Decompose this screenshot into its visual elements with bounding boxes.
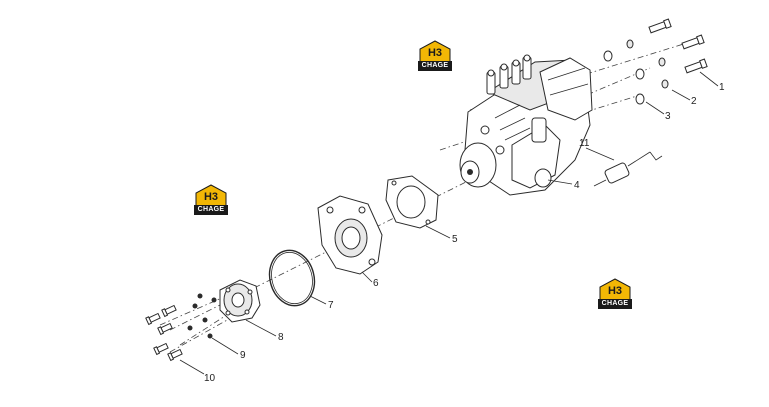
brand-logo: H3 CHAGE xyxy=(194,184,228,216)
callout-5: 5 xyxy=(452,234,458,245)
callout-2: 2 xyxy=(691,96,697,107)
callout-8: 8 xyxy=(278,332,284,343)
o-ring xyxy=(268,249,316,307)
callout-6: 6 xyxy=(373,278,379,289)
callout-11: 11 xyxy=(579,138,590,149)
callout-labels: 1 2 3 4 5 6 7 8 9 10 11 xyxy=(204,82,725,384)
coupling-hub xyxy=(219,279,261,323)
callout-7: 7 xyxy=(328,300,334,311)
house-logo-icon xyxy=(599,278,631,300)
lower-fasteners xyxy=(145,293,217,362)
callout-4: 4 xyxy=(574,180,580,191)
brand-logo: H3 CHAGE xyxy=(598,278,632,310)
callout-9: 9 xyxy=(240,350,246,361)
adapter-flange xyxy=(317,195,383,275)
injection-pump xyxy=(459,54,593,196)
gasket xyxy=(385,175,439,229)
house-logo-icon xyxy=(419,40,451,62)
callout-1: 1 xyxy=(719,82,725,93)
callout-3: 3 xyxy=(665,111,671,122)
callout-10: 10 xyxy=(204,373,216,384)
leader-lines xyxy=(179,71,719,375)
upper-fasteners xyxy=(603,18,708,105)
brand-logo: H3 CHAGE xyxy=(418,40,452,72)
stop-solenoid xyxy=(593,151,663,187)
house-logo-icon xyxy=(195,184,227,206)
